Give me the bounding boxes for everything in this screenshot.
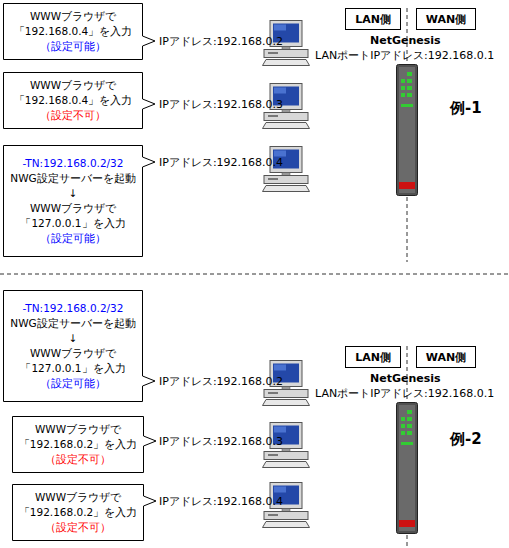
tag-text: LAN側 [355,350,391,365]
callout-content: WWWブラウザで 「192.168.0.2」を入力（設定不可） [12,484,144,541]
callout-box: WWWブラウザで 「192.168.0.2」を入力（設定不可） [12,484,144,541]
callout-text: （設定不可） [45,452,111,467]
ip-label: IPアドレス:192.168.0.2 [159,34,283,49]
ip-label: IPアドレス:192.168.0.3 [159,434,283,449]
callout-text: WWWブラウザで 「127.0.0.1」を入力 [5,201,141,231]
side-tag: LAN側 [345,346,401,368]
example-label: 例-1 [450,99,482,118]
callout-content: WWWブラウザで 「192.168.0.4」を入力（設定可能） [3,3,143,60]
tag-text: LAN側 [355,12,391,27]
callout-shape [4,73,156,129]
example-label: 例-2 [450,430,482,449]
callout-box: WWWブラウザで 「192.168.0.2」を入力（設定不可） [12,416,144,473]
callout-text: -TN:192.168.0.2/32 [23,301,124,316]
callout-text: （設定可能） [40,39,106,54]
ip-label: IPアドレス:192.168.0.4 [159,155,283,170]
callout-text: NWG設定サーバーを起動 [10,316,135,331]
callout-text: ↓ [69,331,78,346]
tag-text: WAN側 [426,12,466,27]
callout-shape [4,146,156,257]
side-tag: WAN側 [416,346,476,368]
callout-text: -TN:192.168.0.2/32 [23,156,124,171]
ip-label: IPアドレス:192.168.0.3 [159,97,283,112]
callout-content: WWWブラウザで 「192.168.0.2」を入力（設定不可） [12,416,144,473]
callout-text: WWWブラウザで 「192.168.0.2」を入力 [14,422,142,452]
callout-box: -TN:192.168.0.2/32NWG設定サーバーを起動↓WWWブラウザで … [3,290,143,402]
tag-text: WAN側 [426,350,466,365]
callout-text: WWWブラウザで 「127.0.0.1」を入力 [5,346,141,376]
callout-shape [13,485,157,541]
callout-shape [4,4,156,60]
callout-text: （設定不可） [45,520,111,535]
callout-box: WWWブラウザで 「192.168.0.4」を入力（設定不可） [3,72,143,129]
router-device [397,403,418,534]
callout-content: WWWブラウザで 「192.168.0.4」を入力（設定不可） [3,72,143,129]
callout-text: （設定可能） [40,376,106,391]
callout-text: ↓ [69,186,78,201]
ip-label: IPアドレス:192.168.0.2 [159,374,283,389]
device-name: NetGenesis [370,372,441,385]
ip-label: IPアドレス:192.168.0.4 [159,494,283,509]
callout-text: （設定可能） [40,231,106,246]
side-tag: LAN側 [345,8,401,30]
side-tag: WAN側 [416,8,476,30]
callout-content: -TN:192.168.0.2/32NWG設定サーバーを起動↓WWWブラウザで … [3,145,143,257]
callout-shape [13,417,157,473]
router-device [397,65,418,196]
callout-box: WWWブラウザで 「192.168.0.4」を入力（設定可能） [3,3,143,60]
section-divider [0,274,509,275]
callout-text: WWWブラウザで 「192.168.0.4」を入力 [5,9,141,39]
callout-text: WWWブラウザで 「192.168.0.2」を入力 [14,490,142,520]
callout-text: WWWブラウザで 「192.168.0.4」を入力 [5,78,141,108]
callout-text: （設定不可） [40,108,106,123]
device-address: LANポートIPアドレス:192.168.0.1 [315,386,494,401]
callout-text: NWG設定サーバーを起動 [10,171,135,186]
device-name: NetGenesis [370,34,441,47]
callout-shape [4,291,156,402]
callout-content: -TN:192.168.0.2/32NWG設定サーバーを起動↓WWWブラウザで … [3,290,143,402]
callout-box: -TN:192.168.0.2/32NWG設定サーバーを起動↓WWWブラウザで … [3,145,143,257]
device-address: LANポートIPアドレス:192.168.0.1 [315,48,494,63]
